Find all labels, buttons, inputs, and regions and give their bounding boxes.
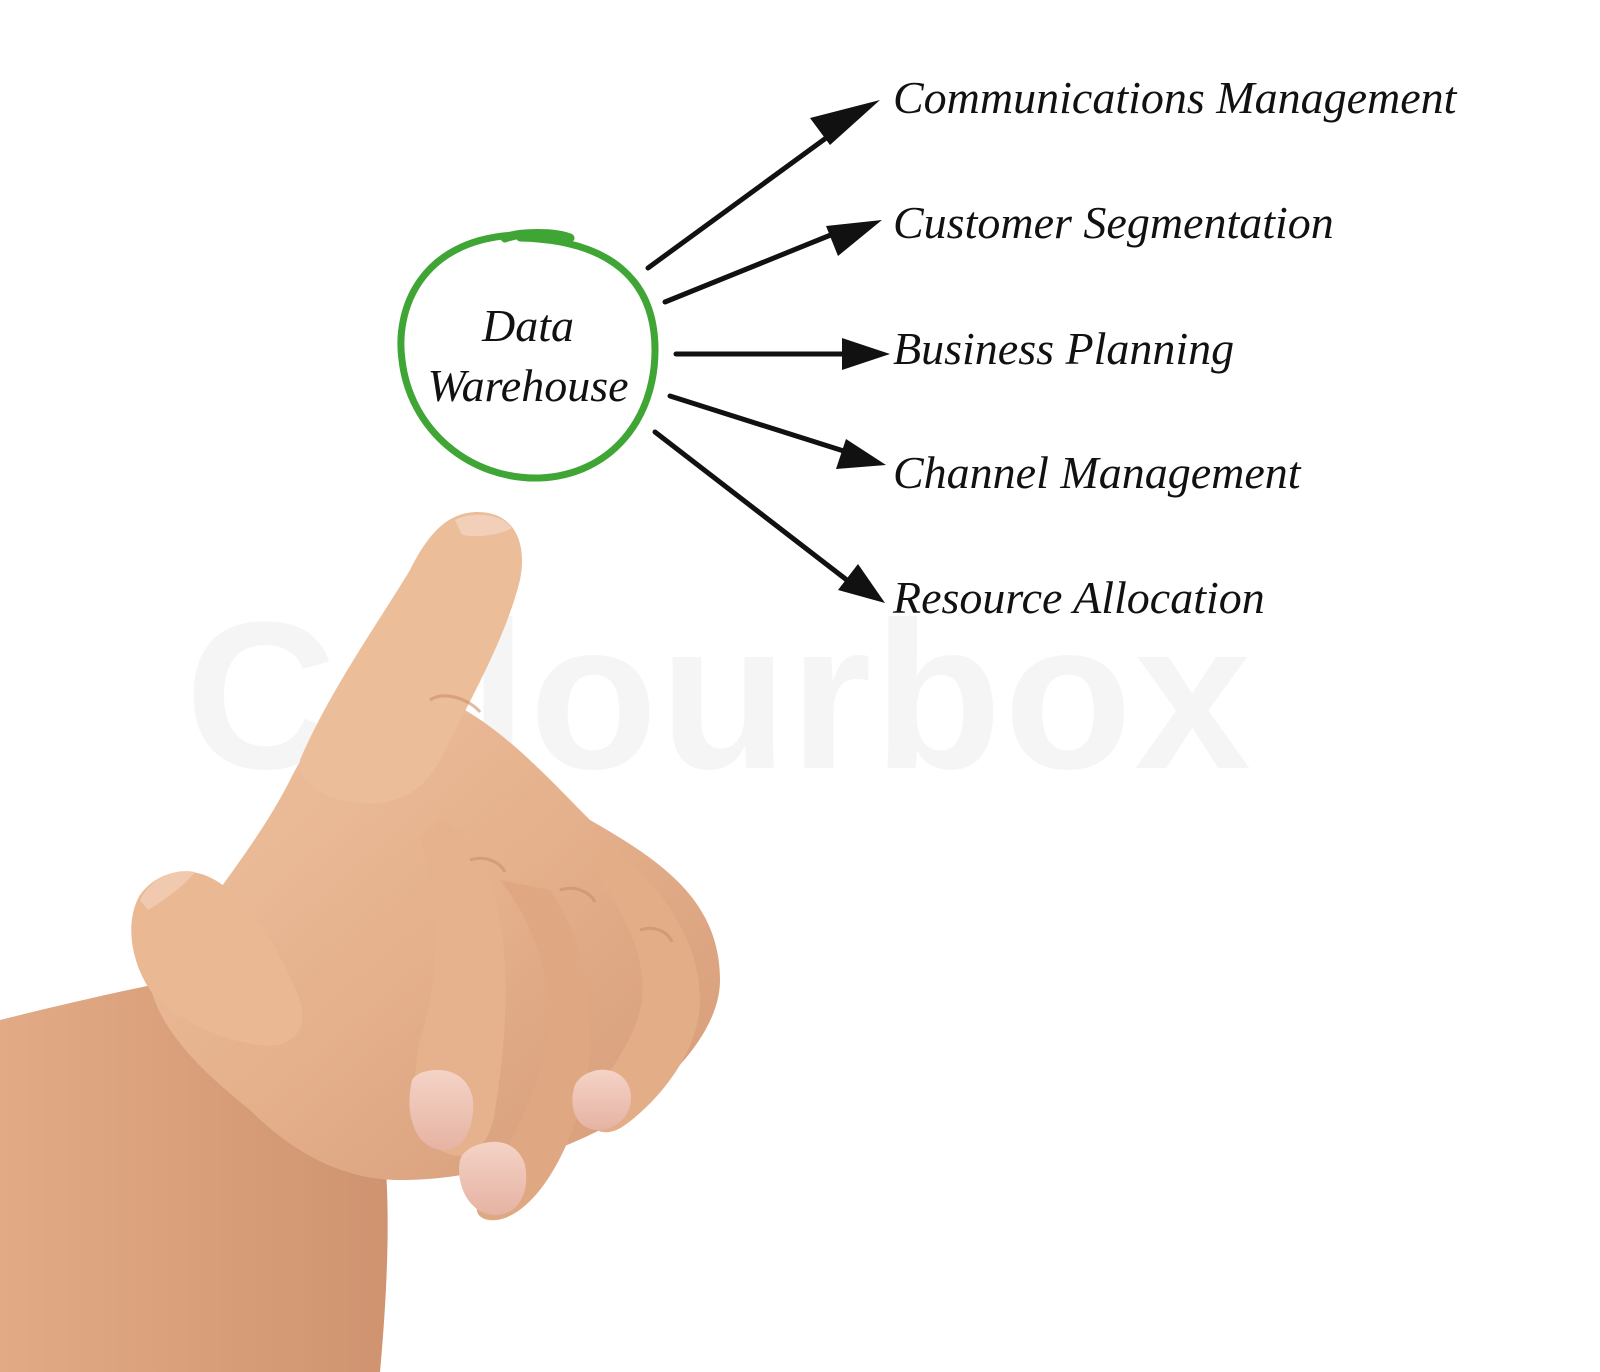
center-label-line1: Data bbox=[482, 300, 574, 351]
center-ring bbox=[397, 229, 659, 482]
branch-label-channel-management: Channel Management bbox=[893, 447, 1301, 498]
center-node-label: Data Warehouse bbox=[398, 296, 658, 416]
arrow-communications-management bbox=[645, 100, 880, 271]
center-label-line2: Warehouse bbox=[427, 360, 629, 411]
hand-pointing-icon bbox=[0, 512, 720, 1372]
arrow-group bbox=[645, 100, 890, 603]
branch-label-customer-segmentation: Customer Segmentation bbox=[893, 197, 1334, 248]
branch-label-business-planning: Business Planning bbox=[893, 323, 1235, 374]
branch-label-resource-allocation: Resource Allocation bbox=[893, 572, 1265, 623]
arrow-business-planning bbox=[673, 338, 890, 370]
arrow-channel-management bbox=[667, 393, 886, 469]
arrow-customer-segmentation bbox=[662, 220, 882, 305]
branch-label-communications-management: Communications Management bbox=[893, 72, 1457, 123]
arrow-resource-allocation bbox=[652, 429, 885, 603]
